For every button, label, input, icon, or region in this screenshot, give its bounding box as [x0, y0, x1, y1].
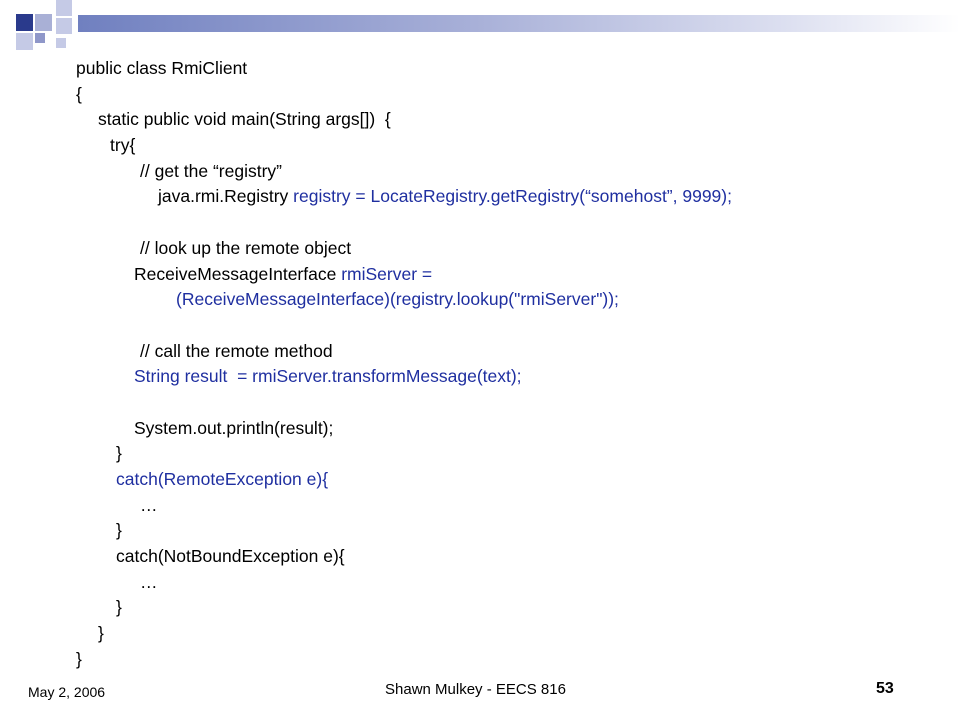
code-text: { — [76, 83, 82, 104]
code-comment: // get the “registry” — [140, 160, 282, 181]
decor-square-light — [16, 33, 33, 50]
code-text: … — [140, 571, 158, 592]
code-text: try{ — [110, 135, 136, 156]
decor-square-light — [56, 0, 72, 16]
code-text: public class RmiClient — [76, 58, 248, 78]
code-text: ReceiveMessageInterface — [134, 263, 342, 284]
code-comment: // call the remote method — [140, 340, 333, 361]
code-text-highlight: String result = rmiServer.transformMessa… — [134, 366, 522, 387]
code-text-highlight: registry = LocateRegistry.getRegistry(“s… — [293, 186, 732, 207]
decor-gradient-bar — [78, 15, 960, 32]
decor-square-light — [35, 14, 52, 31]
code-line: // call the remote method — [76, 339, 936, 365]
code-text: } — [116, 597, 122, 618]
code-line: java.rmi.Registry registry = LocateRegis… — [76, 184, 936, 210]
code-line: … — [76, 570, 936, 596]
code-comment: // look up the remote object — [140, 237, 352, 258]
code-line: String result = rmiServer.transformMessa… — [76, 364, 936, 390]
code-block: public class RmiClient { static public v… — [76, 56, 936, 673]
code-text: } — [116, 443, 122, 464]
code-line: static public void main(String args[]) { — [76, 107, 936, 133]
code-line: } — [76, 621, 936, 647]
code-line: // get the “registry” — [76, 159, 936, 185]
code-text: } — [98, 623, 104, 644]
code-line: { — [76, 82, 936, 108]
footer-date: May 2, 2006 — [28, 684, 106, 700]
code-text: java.rmi.Registry — [158, 186, 294, 207]
code-text-highlight: catch(RemoteException e){ — [116, 469, 329, 489]
footer-author: Shawn Mulkey - EECS 816 — [385, 681, 566, 698]
code-line: … — [76, 493, 936, 519]
code-line: } — [76, 441, 936, 467]
decor-square-light — [56, 18, 72, 34]
code-text: catch(NotBoundException e){ — [116, 546, 345, 567]
code-line: } — [76, 595, 936, 621]
code-line: // look up the remote object — [76, 236, 936, 262]
code-text: … — [140, 494, 158, 515]
code-line: catch(NotBoundException e){ — [76, 544, 936, 570]
code-line — [76, 313, 936, 339]
code-line: } — [76, 647, 936, 673]
code-text-highlight: (ReceiveMessageInterface)(registry.looku… — [176, 289, 619, 310]
code-line: public class RmiClient — [76, 56, 936, 82]
code-line: (ReceiveMessageInterface)(registry.looku… — [76, 287, 936, 313]
code-line: System.out.println(result); — [76, 416, 936, 442]
code-line: ReceiveMessageInterface rmiServer = — [76, 262, 936, 288]
code-line — [76, 390, 936, 416]
code-text: static public void main(String args[]) { — [98, 109, 391, 130]
code-text: System.out.println(result); — [134, 417, 334, 438]
decor-square-small — [56, 38, 66, 48]
decor-square-mid — [35, 33, 45, 43]
code-text: } — [76, 648, 82, 669]
slide-number: 53 — [876, 680, 894, 697]
decor-square-dark — [16, 14, 33, 31]
code-text-highlight: rmiServer = — [341, 263, 433, 284]
code-text: } — [116, 520, 122, 541]
code-line: catch(RemoteException e){ — [76, 467, 936, 493]
code-line: } — [76, 518, 936, 544]
code-line: try{ — [76, 133, 936, 159]
slide-header-decoration — [0, 0, 960, 60]
code-line — [76, 210, 936, 236]
